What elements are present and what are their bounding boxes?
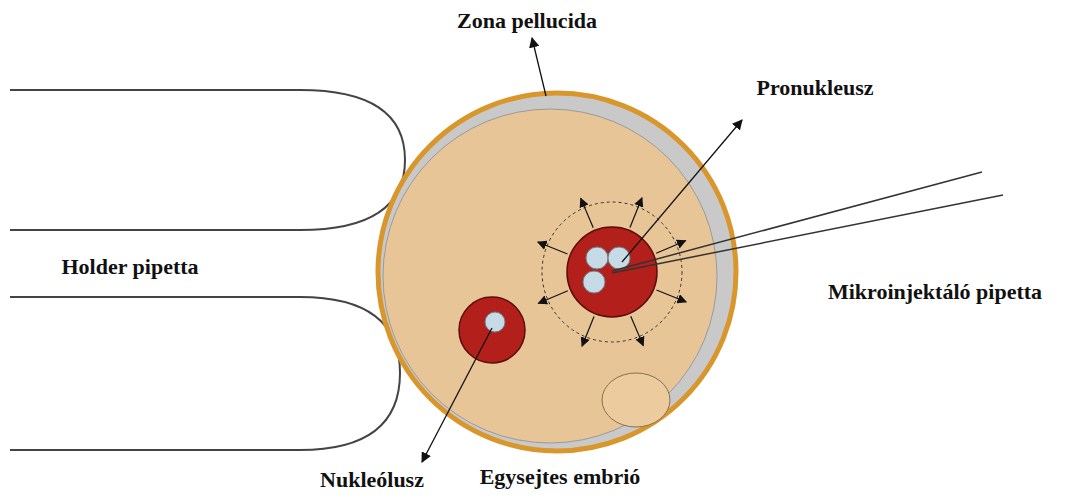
holder-pipette-lower (10, 297, 400, 450)
holder-pipette-upper (10, 90, 405, 230)
injection-pipette-edge (612, 195, 1003, 273)
cytoplasm (383, 109, 717, 443)
diffusion-ring (542, 202, 682, 342)
nucleolus (583, 271, 605, 293)
spread-arrows (538, 198, 686, 346)
spread-arrow (538, 242, 568, 254)
caption-label: Egysejtes embrió (480, 465, 641, 489)
leader-line (532, 38, 546, 96)
spread-arrow (538, 291, 567, 304)
pronucleus-female (459, 297, 525, 363)
structure-label: Zona pellucida (457, 9, 597, 33)
spread-arrow (656, 241, 685, 254)
nucleolus (586, 247, 608, 269)
spread-arrow (630, 198, 642, 228)
injection-pipette-edge (612, 172, 982, 271)
spread-arrow (582, 317, 594, 347)
structure-label: Pronukleusz (757, 76, 874, 100)
tool-label: Mikroinjektáló pipetta (828, 280, 1042, 304)
polar-body (602, 373, 670, 427)
nucleolus (485, 312, 505, 332)
spread-arrow (657, 290, 687, 302)
tool-label: Holder pipetta (61, 255, 198, 279)
pronucleus-male (567, 227, 657, 317)
nucleolus (608, 247, 630, 269)
structure-label: Nukleólusz (320, 468, 424, 492)
spread-arrow (581, 198, 594, 227)
leader-line (622, 120, 742, 262)
zona-pellucida (378, 93, 736, 451)
leader-line (422, 328, 492, 462)
spread-arrow (631, 316, 644, 345)
